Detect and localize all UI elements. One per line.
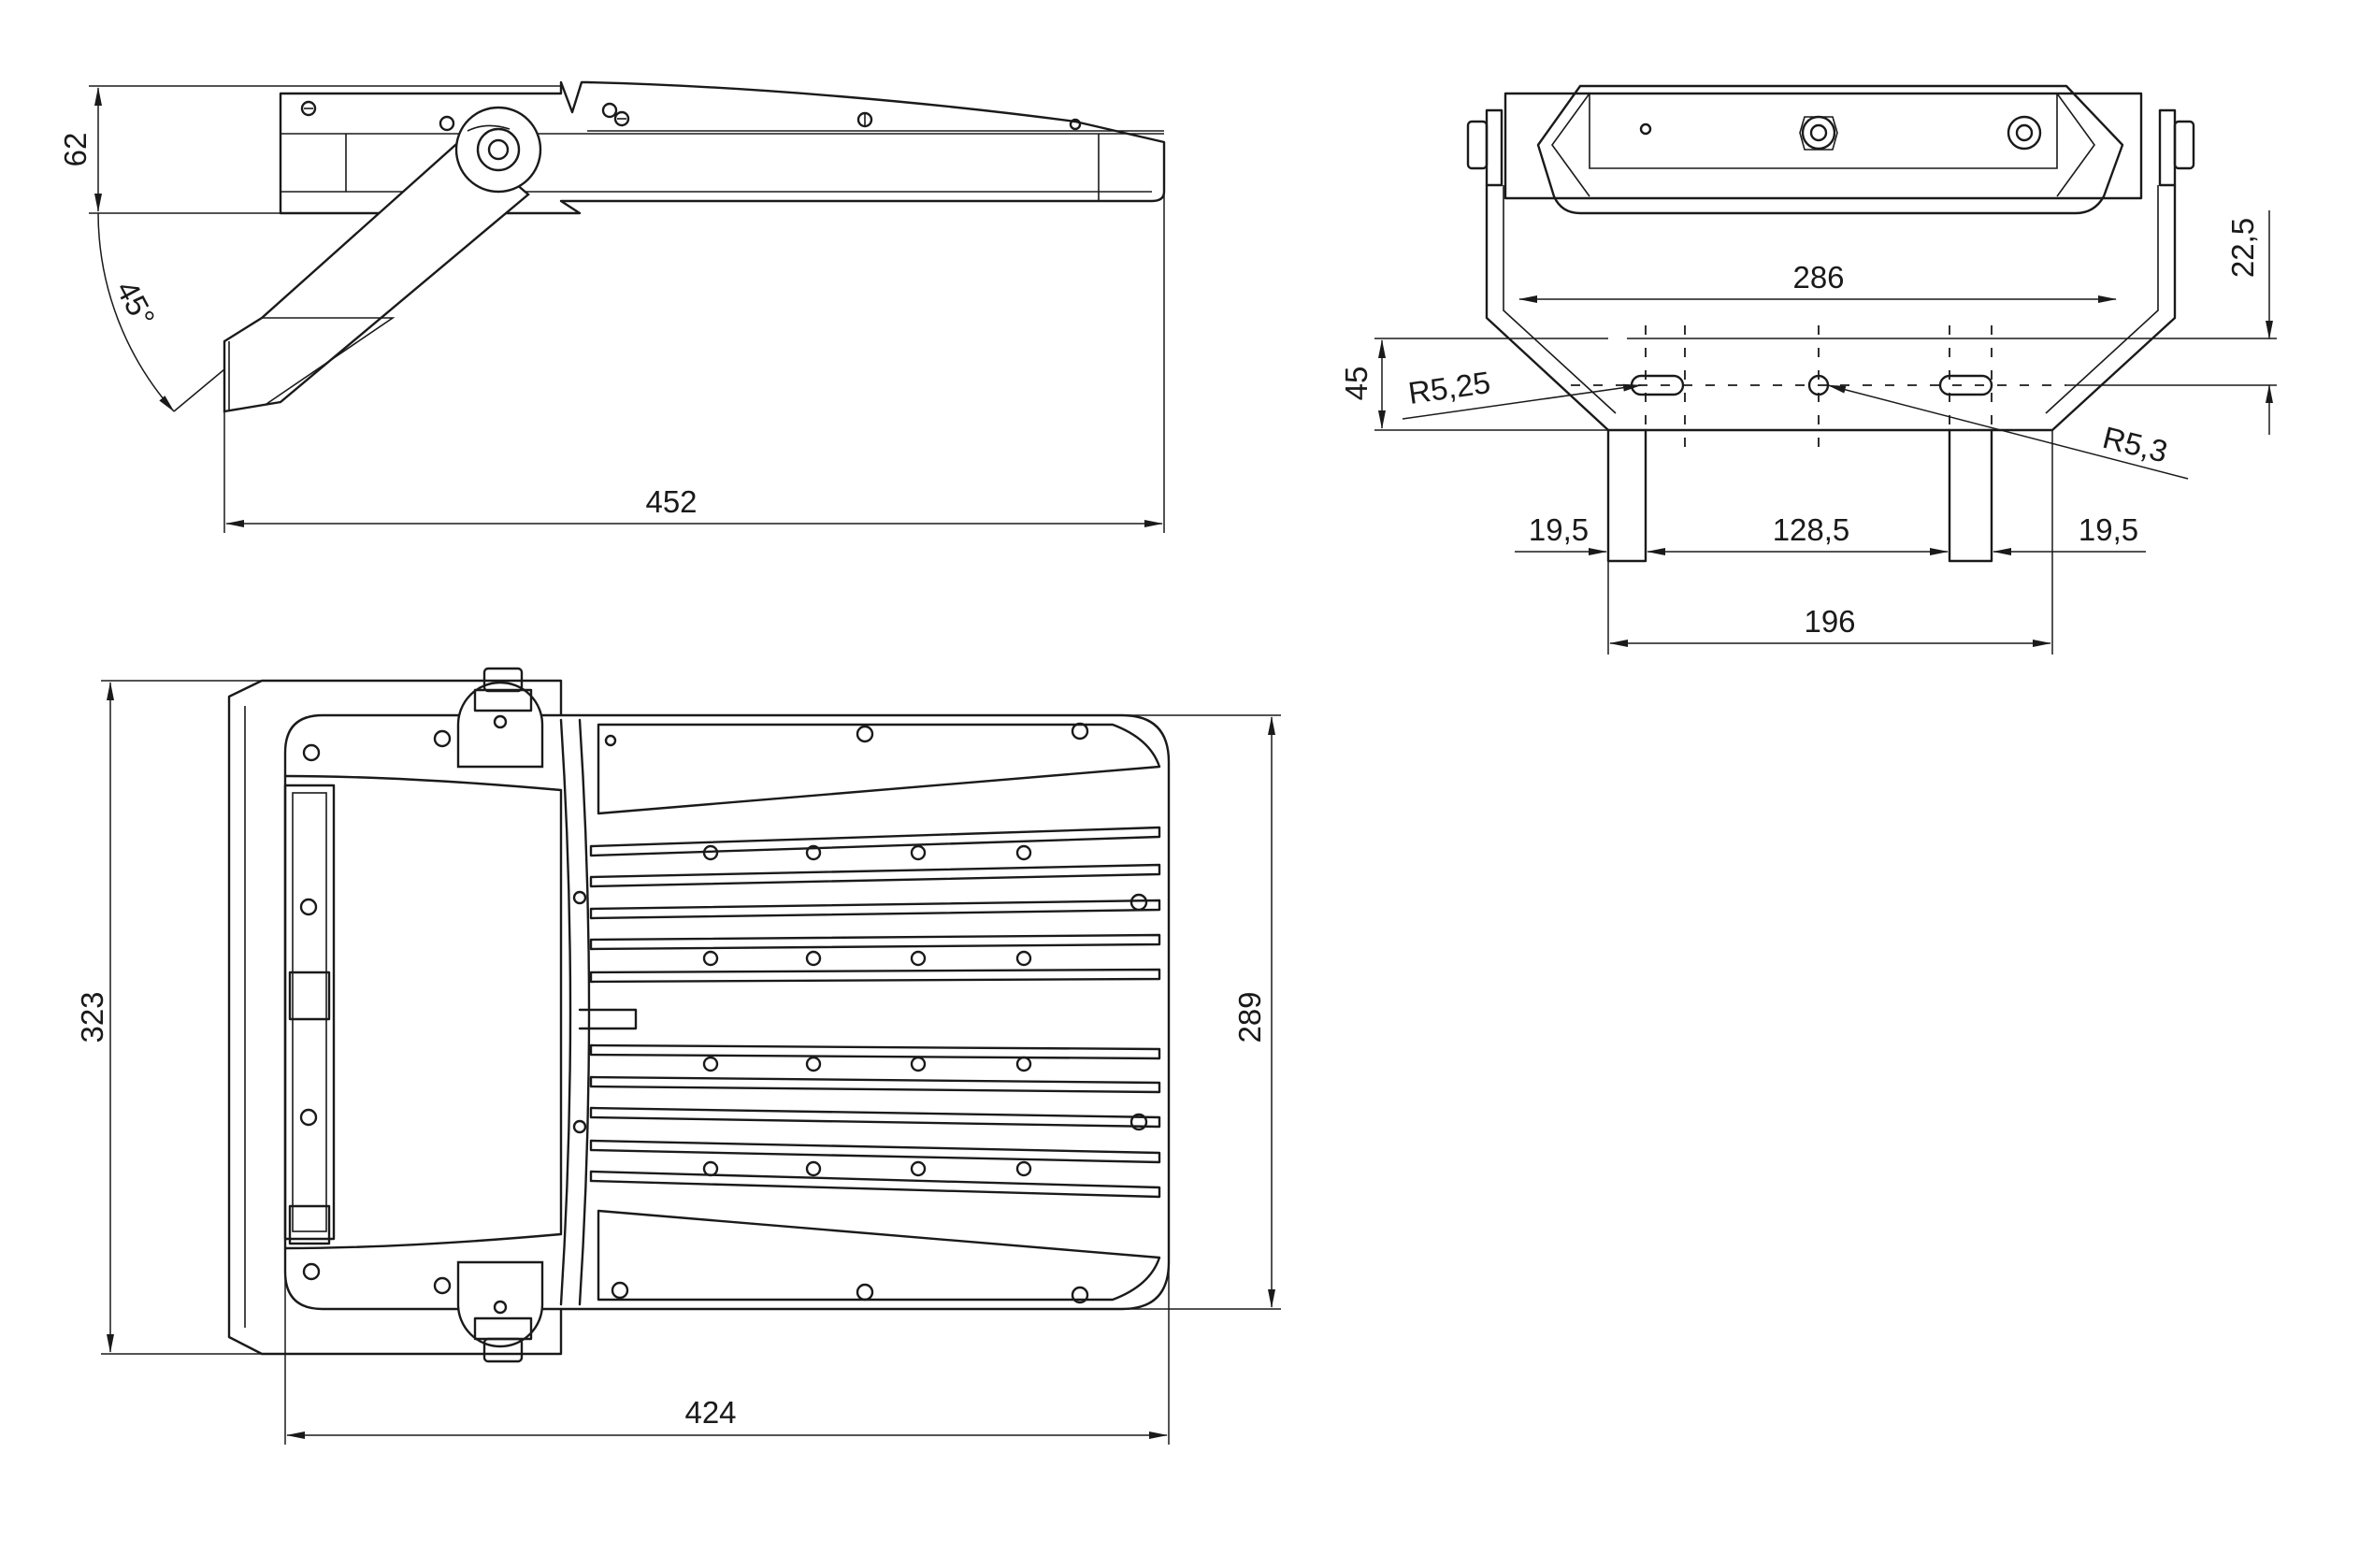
front-hole-radius-dim: R5,3 xyxy=(2099,420,2171,469)
top-body-width-dim: 424 xyxy=(684,1395,736,1430)
front-view: 286 22,5 45 R5,25 R5,3 19,5 128,5 19,5 1… xyxy=(1339,84,2277,655)
front-right-margin-dim: 19,5 xyxy=(2079,512,2138,547)
front-slot-spacing-dim: 128,5 xyxy=(1773,512,1850,547)
top-body-length-dim: 289 xyxy=(1232,991,1267,1043)
side-view: 452 62 45° xyxy=(58,80,1166,533)
front-height-dim: 45 xyxy=(1339,367,1374,401)
front-span-dim: 286 xyxy=(1792,260,1844,295)
side-length-dim: 452 xyxy=(645,484,697,519)
side-height-dim: 62 xyxy=(58,133,93,167)
front-offset-dim: 22,5 xyxy=(2225,218,2260,278)
cooling-fins xyxy=(589,826,1161,1199)
side-angle-dim: 45° xyxy=(109,275,162,332)
front-base-width-dim: 196 xyxy=(1804,604,1855,639)
top-overall-length-dim: 323 xyxy=(75,991,109,1043)
led-dots xyxy=(702,844,1032,1177)
front-slot-radius-dim: R5,25 xyxy=(1406,365,1492,410)
top-view: 323 289 424 xyxy=(75,667,1281,1445)
front-left-margin-dim: 19,5 xyxy=(1529,512,1589,547)
